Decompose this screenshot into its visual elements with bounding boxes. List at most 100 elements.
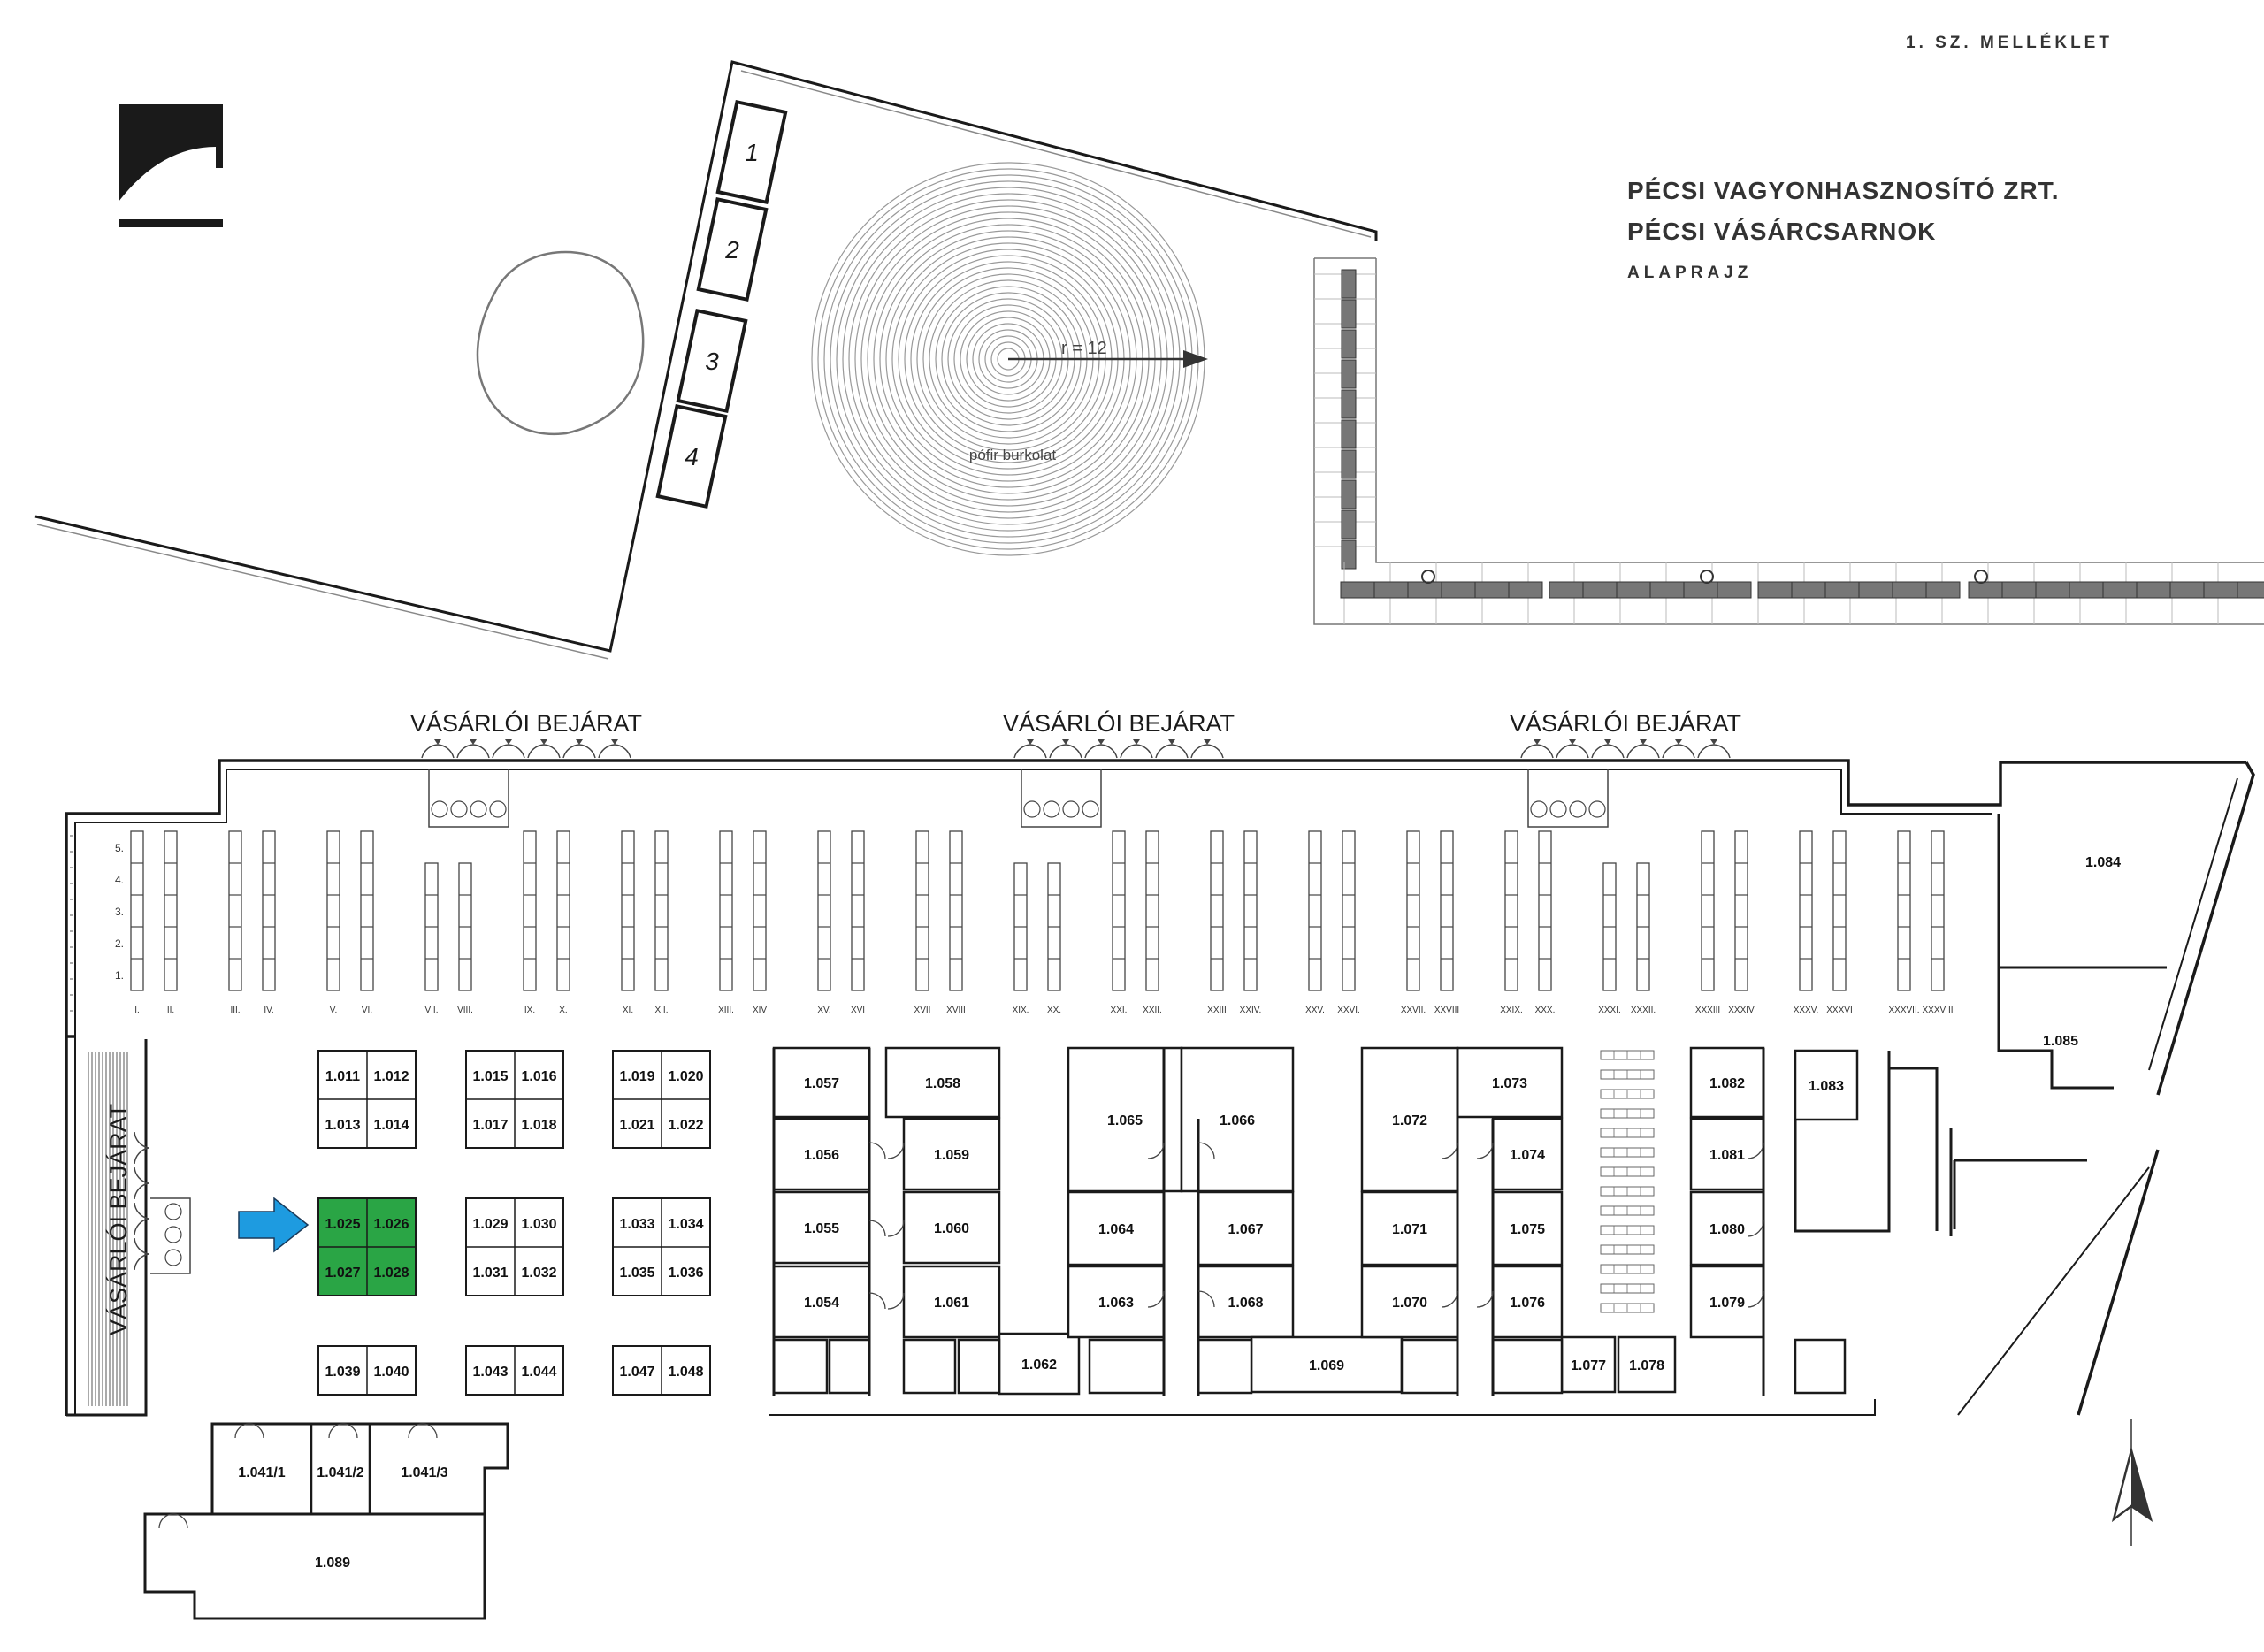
door-swing-icon	[1190, 744, 1224, 759]
stall-column-label: XXXVII.	[1888, 1006, 1919, 1015]
annex-room-label: 1.041/2	[317, 1465, 363, 1480]
bench	[1341, 479, 1357, 509]
room-label: 1.061	[934, 1296, 969, 1311]
stall-column-label: XXXIV	[1728, 1006, 1755, 1015]
door-swing-icon	[868, 1220, 886, 1237]
bench	[1341, 449, 1357, 479]
building-name: PÉCSI VÁSÁRCSARNOK	[1627, 218, 1937, 245]
bench	[2102, 581, 2138, 599]
stall-column	[1145, 830, 1159, 991]
kiosk-label: 1.028	[373, 1266, 409, 1281]
arrow-icon	[1183, 350, 1208, 368]
room	[1360, 1265, 1459, 1339]
north-arrow-icon	[2111, 1419, 2153, 1546]
kiosk-label: 1.015	[472, 1069, 508, 1084]
stall-column-label: XIX.	[1013, 1006, 1029, 1015]
bench	[1341, 359, 1357, 389]
bench	[1925, 581, 1961, 599]
stall-column-label: V.	[330, 1006, 338, 1015]
door-swing-icon	[456, 744, 490, 759]
door-swing-icon	[1556, 744, 1589, 759]
stall-row-label: 4.	[115, 874, 124, 886]
door-swing-icon	[1013, 744, 1047, 759]
entry-mark-icon	[1062, 739, 1069, 745]
kiosk-label: 1.013	[325, 1118, 360, 1133]
room-label: 1.075	[1510, 1222, 1545, 1237]
stall-column-label: XXI.	[1111, 1006, 1128, 1015]
bench	[1341, 269, 1357, 299]
door-swing-icon	[868, 1142, 886, 1159]
entry-mark-icon	[611, 739, 618, 745]
outer-wall	[66, 1039, 148, 1417]
stall-column	[1538, 830, 1552, 991]
parking-number: 2	[724, 236, 739, 264]
parking-space	[655, 403, 728, 509]
kiosk-label: 1.011	[325, 1069, 360, 1084]
entry-mark-icon	[1710, 739, 1717, 745]
kiosk-label: 1.033	[619, 1217, 654, 1232]
kiosk-label: 1.022	[668, 1118, 703, 1133]
door-swing-icon	[598, 744, 631, 759]
bench	[1649, 581, 1685, 599]
room-label: 1.073	[1492, 1076, 1527, 1091]
room-label: 1.081	[1709, 1148, 1745, 1163]
stall-column	[719, 830, 733, 991]
room	[1689, 1117, 1765, 1191]
inner-wall	[74, 769, 1992, 1036]
stall-column-label: XX.	[1047, 1006, 1061, 1015]
stall-column	[1734, 830, 1748, 991]
vestibule	[150, 1197, 191, 1274]
stall-column-label: VI.	[362, 1006, 372, 1015]
door-swing-icon	[408, 1423, 438, 1439]
kiosk-label: 1.031	[472, 1266, 508, 1281]
site-boundary-inner	[36, 524, 609, 660]
bench	[1407, 581, 1442, 599]
door-swing-icon	[234, 1423, 264, 1439]
stall-column	[130, 830, 144, 991]
room-label: 1.066	[1220, 1113, 1255, 1128]
stall-column	[164, 830, 178, 991]
parking-number: 3	[705, 348, 719, 375]
room	[1794, 1049, 1859, 1121]
surface-label: pófir burkolat	[969, 447, 1057, 463]
room	[1617, 1335, 1677, 1394]
revolving-door-icon	[489, 800, 507, 818]
revolving-door-icon	[450, 800, 468, 818]
kiosk-label: 1.030	[521, 1217, 556, 1232]
kiosk-label: 1.029	[472, 1217, 508, 1232]
revolving-door-icon	[164, 1249, 182, 1266]
room-label: 1.064	[1098, 1222, 1134, 1237]
stall-column	[1243, 830, 1258, 991]
parking-space	[676, 308, 748, 414]
stall-row-label: 5.	[115, 842, 124, 854]
entry-mark-icon	[1098, 739, 1105, 745]
stall-column-label: XXXV.	[1794, 1006, 1819, 1015]
inner-wall	[1957, 777, 2238, 1416]
room-label: 1.083	[1809, 1079, 1844, 1094]
room-label: 1.059	[934, 1148, 969, 1163]
door-swing-icon	[887, 1220, 905, 1237]
kiosk-label: 1.026	[373, 1217, 409, 1232]
door-swing-icon	[1197, 1290, 1215, 1308]
stall-column-label: VII.	[424, 1006, 438, 1015]
stall-row-label: 1.	[115, 969, 124, 982]
tree-icon	[1421, 570, 1435, 584]
door-swing-icon	[1626, 744, 1660, 759]
stall-column	[360, 830, 374, 991]
stall-column-label: III.	[230, 1006, 240, 1015]
bench	[1373, 581, 1409, 599]
parking-space	[696, 196, 769, 302]
room-label: 1.074	[1510, 1148, 1545, 1163]
stall-column-label: XII.	[654, 1006, 668, 1015]
door-swing-icon	[887, 1292, 905, 1310]
room-label: 1.084	[2085, 855, 2121, 870]
bench	[1717, 581, 1752, 599]
revolving-door-icon	[164, 1226, 182, 1243]
service-room	[1400, 1338, 1459, 1395]
revolving-door-icon	[1549, 800, 1567, 818]
entry-mark-icon	[470, 739, 477, 745]
tree-outline	[476, 250, 645, 436]
room-label: 1.054	[804, 1296, 839, 1311]
door-swing-icon	[134, 1166, 149, 1200]
